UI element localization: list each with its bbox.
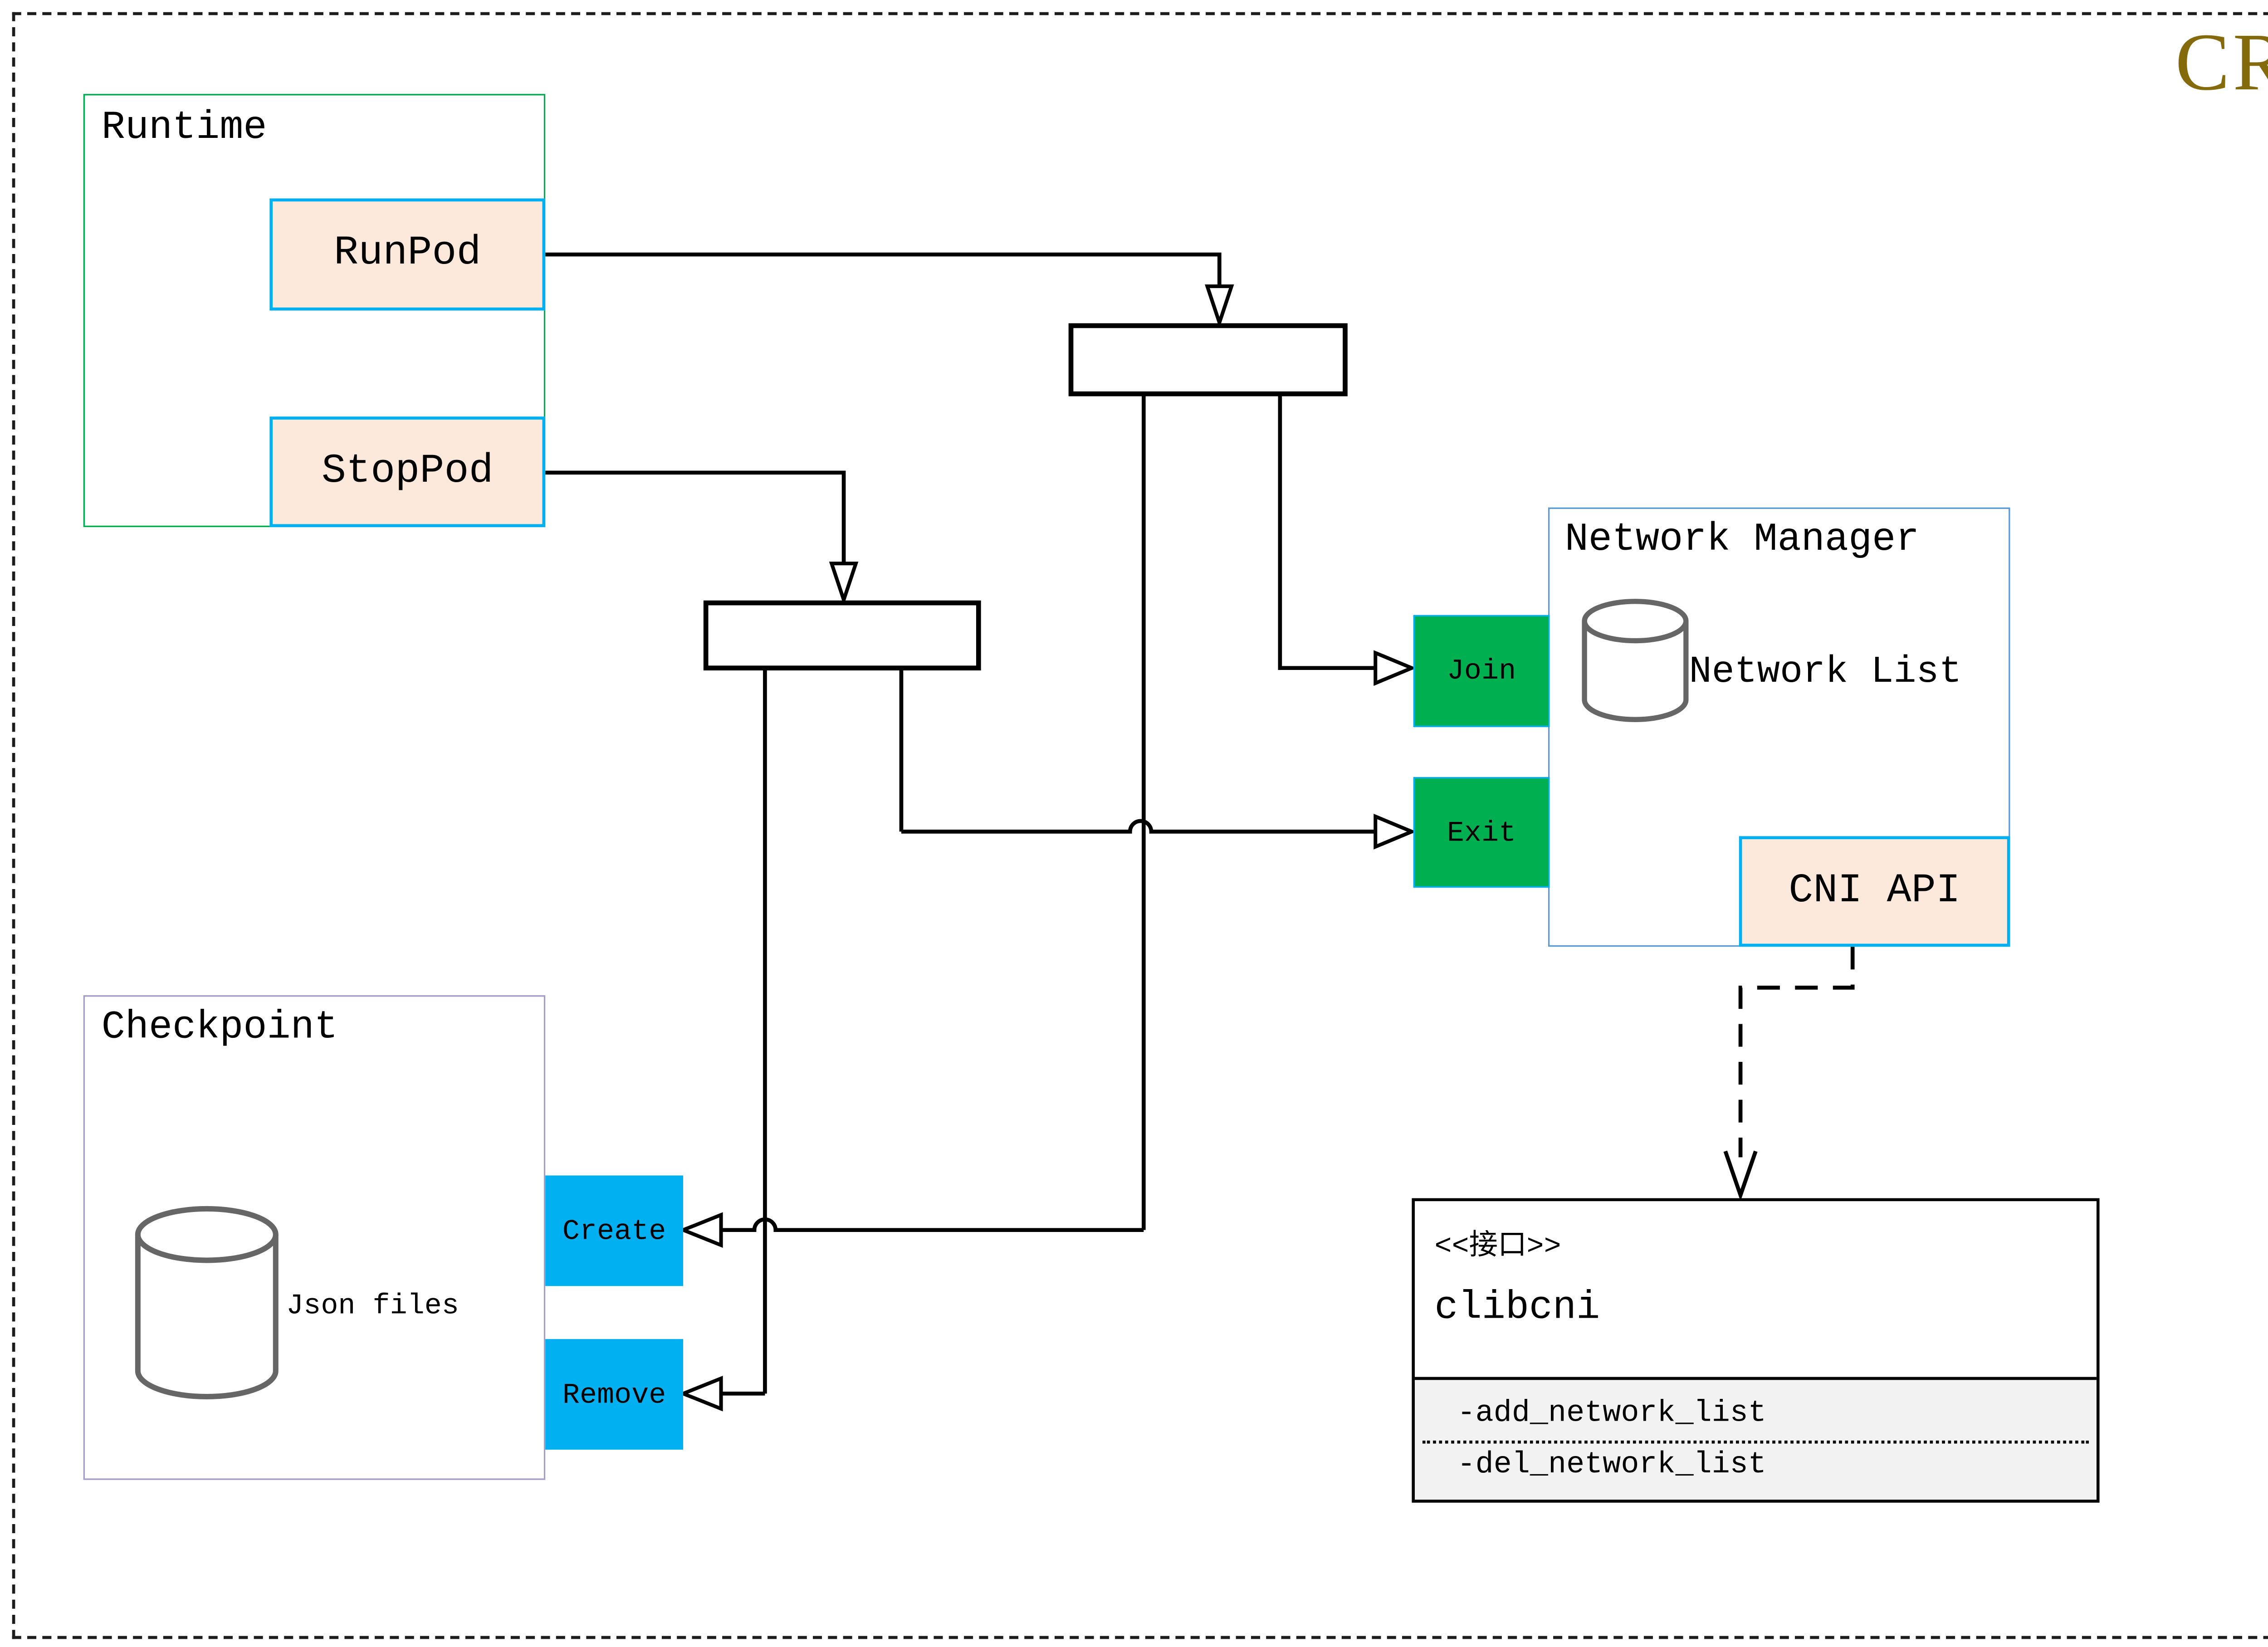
stoppod-label: StopPod	[321, 449, 494, 495]
page-title: CRI	[2175, 16, 2268, 108]
create-label: Create	[562, 1214, 666, 1248]
network-list-cylinder-icon	[1582, 599, 1689, 722]
clibcni-method-del: -del_network_list	[1457, 1448, 1767, 1483]
stoppod-connector-line	[545, 470, 846, 564]
create-node: Create	[545, 1175, 684, 1286]
join-label: Join	[1447, 654, 1516, 688]
arrow-left-icon	[678, 1212, 723, 1248]
network-manager-title: Network Manager	[1564, 516, 1920, 562]
runpod-node: RunPod	[269, 198, 546, 311]
clibcni-header: <<接口>> clibcni	[1415, 1201, 2097, 1377]
runpod-label: RunPod	[333, 231, 481, 278]
clibcni-stereotype: <<接口>>	[1434, 1230, 1561, 1264]
json-files-cylinder-icon	[135, 1206, 279, 1399]
clibcni-interface-box: <<接口>> clibcni -add_network_list -del_ne…	[1412, 1198, 2100, 1503]
json-files-label: Json files	[286, 1289, 459, 1323]
clibcni-name: clibcni	[1434, 1284, 1600, 1330]
checkpoint-group-box: Checkpoint	[83, 995, 546, 1480]
exit-node: Exit	[1413, 777, 1550, 888]
exit-label: Exit	[1447, 816, 1516, 849]
exit-connector-line	[901, 819, 1376, 834]
process-box-stop	[703, 600, 981, 671]
arrow-down-icon	[1205, 284, 1234, 328]
arrow-down-icon	[829, 562, 859, 606]
remove-label: Remove	[562, 1378, 666, 1411]
cni-api-label: CNI API	[1789, 869, 1960, 914]
remove-node: Remove	[545, 1339, 684, 1450]
runtime-title: Runtime	[101, 104, 267, 150]
method-divider	[1422, 1440, 2089, 1443]
outer-dashed-border	[12, 12, 2268, 1639]
join-node: Join	[1413, 615, 1550, 727]
process-box-run	[1068, 323, 1348, 396]
create-connector-line	[721, 1217, 1144, 1232]
cni-dependency-dashed-line	[1738, 947, 1855, 1158]
clibcni-methods-section: -add_network_list -del_network_list	[1415, 1377, 2097, 1500]
checkpoint-title: Checkpoint	[101, 1004, 338, 1050]
open-arrow-down-icon	[1723, 1150, 1758, 1202]
cni-api-node: CNI API	[1739, 836, 2010, 947]
clibcni-method-add: -add_network_list	[1457, 1397, 1767, 1432]
remove-connector-line	[721, 668, 767, 1396]
arrow-right-icon	[1374, 650, 1417, 686]
network-list-label: Network List	[1689, 650, 1962, 694]
stoppod-node: StopPod	[269, 416, 546, 528]
arrow-right-icon	[1374, 813, 1417, 850]
runpod-connector-line	[545, 252, 1222, 287]
join-connector-line	[1278, 394, 1376, 670]
arrow-left-icon	[678, 1376, 723, 1412]
